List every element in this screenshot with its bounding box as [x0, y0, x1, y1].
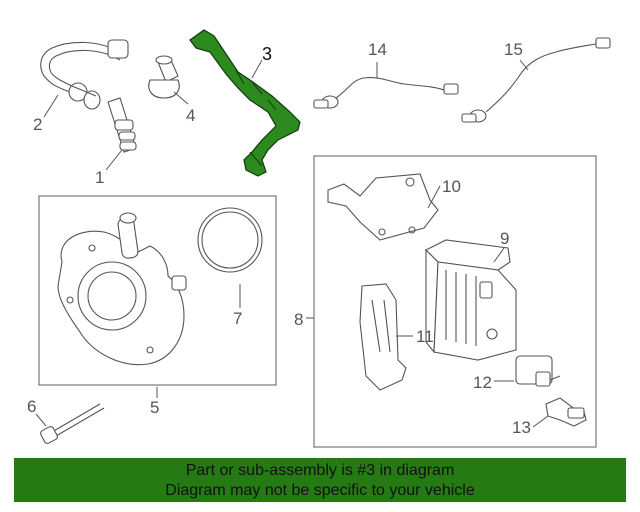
callout-11: 11	[416, 327, 434, 346]
part-2-vacuum-hose[interactable]	[40, 39, 129, 110]
callout-15: 15	[504, 40, 523, 59]
callout-4: 4	[186, 106, 195, 125]
part-12-solenoid[interactable]	[515, 355, 561, 387]
banner-line-1: Part or sub-assembly is #3 in diagram	[185, 462, 455, 479]
part-4-check-valve[interactable]	[148, 55, 180, 99]
group-frame-8	[313, 155, 597, 448]
callout-12: 12	[473, 373, 492, 392]
callout-7: 7	[233, 309, 242, 328]
part-5-vacuum-pump[interactable]	[57, 212, 187, 366]
info-banner: Part or sub-assembly is #3 in diagram Di…	[14, 458, 626, 502]
banner-line-2: Diagram may not be specific to your vehi…	[165, 482, 475, 499]
callout-5: 5	[150, 398, 159, 417]
callout-1: 1	[95, 168, 104, 187]
part-14-oxygen-sensor[interactable]	[313, 77, 459, 109]
part-6-bolt[interactable]	[40, 403, 105, 444]
part-1-fitting[interactable]	[107, 97, 137, 153]
callout-14: 14	[368, 40, 387, 59]
part-7-gasket[interactable]	[197, 207, 263, 273]
part-15-oxygen-sensor[interactable]	[461, 37, 611, 123]
group-frame-5	[38, 195, 277, 386]
callout-3: 3	[262, 44, 272, 64]
callout-6: 6	[27, 397, 36, 416]
part-10-bracket[interactable]	[327, 173, 439, 241]
callout-13: 13	[512, 418, 531, 437]
callout-2: 2	[33, 115, 42, 134]
part-9-canister[interactable]	[425, 239, 517, 361]
callout-8: 8	[294, 310, 303, 329]
part-3-vacuum-hose-highlighted[interactable]	[189, 29, 301, 177]
callout-10: 10	[442, 177, 461, 196]
part-13-sensor[interactable]	[545, 397, 587, 427]
callout-9: 9	[500, 229, 509, 248]
part-11-shield[interactable]	[359, 283, 407, 391]
